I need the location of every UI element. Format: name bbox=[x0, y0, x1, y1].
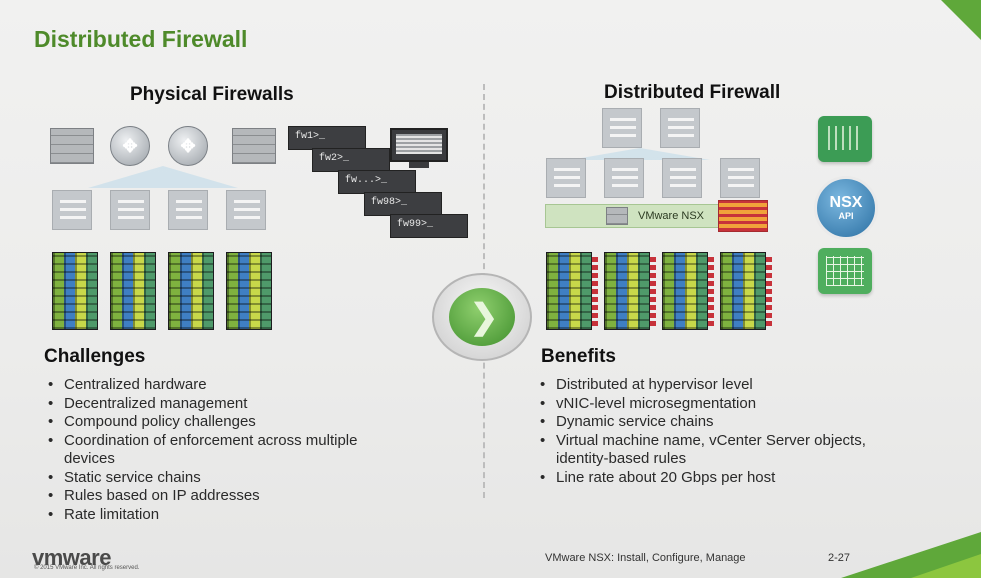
firewall-strip bbox=[650, 256, 656, 326]
firewall-strip bbox=[766, 256, 772, 326]
rack-icon bbox=[52, 252, 98, 330]
terminal-fw-ellipsis: fw...>_ bbox=[338, 170, 416, 194]
list-item: Rate limitation bbox=[46, 506, 406, 525]
server-icon bbox=[660, 108, 700, 148]
rack-icon bbox=[110, 252, 156, 330]
terminal-fw2: fw2>_ bbox=[312, 148, 390, 172]
dashboard-icon bbox=[818, 116, 872, 162]
copyright-text: © 2015 VMware Inc. All rights reserved. bbox=[34, 565, 140, 571]
list-item: Distributed at hypervisor level bbox=[538, 376, 918, 395]
nsx-api-top: NSX bbox=[829, 194, 863, 211]
corner-accent-top bbox=[941, 0, 981, 40]
nsx-api-icon: NSX API bbox=[814, 176, 878, 240]
server-icon bbox=[110, 190, 150, 230]
grid-chart-icon bbox=[818, 248, 872, 294]
challenges-list: Centralized hardware Decentralized manag… bbox=[46, 376, 406, 524]
list-item: Dynamic service chains bbox=[538, 413, 918, 432]
nsx-api-bottom: API bbox=[838, 211, 854, 221]
list-item: Decentralized management bbox=[46, 395, 406, 414]
firewall-strip bbox=[708, 256, 714, 326]
firewall-strip bbox=[592, 256, 598, 326]
logo-text: vmware bbox=[32, 545, 111, 570]
network-beam bbox=[88, 166, 238, 188]
rack-icon bbox=[226, 252, 272, 330]
benefits-list: Distributed at hypervisor level vNIC-lev… bbox=[538, 376, 918, 487]
list-item: Line rate about 20 Gbps per host bbox=[538, 469, 918, 488]
list-item: Virtual machine name, vCenter Server obj… bbox=[538, 432, 918, 469]
terminal-fw99: fw99>_ bbox=[390, 214, 468, 238]
server-icon bbox=[52, 190, 92, 230]
right-column-title: Distributed Firewall bbox=[604, 82, 781, 103]
list-item: Centralized hardware bbox=[46, 376, 406, 395]
server-icon bbox=[604, 158, 644, 198]
firewall-icon bbox=[605, 207, 628, 225]
network-beam bbox=[570, 148, 710, 160]
corner-accent-light bbox=[911, 554, 981, 578]
server-icon bbox=[546, 158, 586, 198]
server-icon bbox=[226, 190, 266, 230]
rack-icon bbox=[720, 252, 766, 330]
next-arrow-button[interactable]: ❯ bbox=[432, 273, 532, 361]
router-icon: ✥ bbox=[168, 126, 208, 166]
list-item: vNIC-level microsegmentation bbox=[538, 395, 918, 414]
challenges-heading: Challenges bbox=[44, 346, 146, 367]
terminal-fw98: fw98>_ bbox=[364, 192, 442, 216]
rack-icon bbox=[168, 252, 214, 330]
server-icon bbox=[168, 190, 208, 230]
rack-icon bbox=[604, 252, 650, 330]
slide-title: Distributed Firewall bbox=[34, 26, 248, 52]
server-icon bbox=[720, 158, 760, 198]
monitor-stand bbox=[409, 162, 429, 168]
monitor-icon bbox=[390, 128, 448, 162]
firewall-fire-icon bbox=[718, 200, 768, 232]
list-item: Rules based on IP addresses bbox=[46, 487, 406, 506]
server-icon bbox=[662, 158, 702, 198]
list-item: Static service chains bbox=[46, 469, 406, 488]
rack-icon bbox=[546, 252, 592, 330]
left-column-title: Physical Firewalls bbox=[130, 84, 294, 105]
vmware-logo: vmware bbox=[32, 545, 111, 571]
footer-course-title: VMware NSX: Install, Configure, Manage bbox=[545, 552, 746, 564]
next-arrow-icon: ❯ bbox=[449, 288, 515, 346]
list-item: Coordination of enforcement across multi… bbox=[46, 432, 406, 469]
firewall-icon bbox=[232, 128, 276, 164]
list-item: Compound policy challenges bbox=[46, 413, 406, 432]
server-icon bbox=[602, 108, 642, 148]
nsx-bar-label: VMware NSX bbox=[637, 210, 705, 222]
benefits-heading: Benefits bbox=[541, 346, 616, 367]
router-icon: ✥ bbox=[110, 126, 150, 166]
terminal-fw1: fw1>_ bbox=[288, 126, 366, 150]
rack-icon bbox=[662, 252, 708, 330]
firewall-icon bbox=[50, 128, 94, 164]
